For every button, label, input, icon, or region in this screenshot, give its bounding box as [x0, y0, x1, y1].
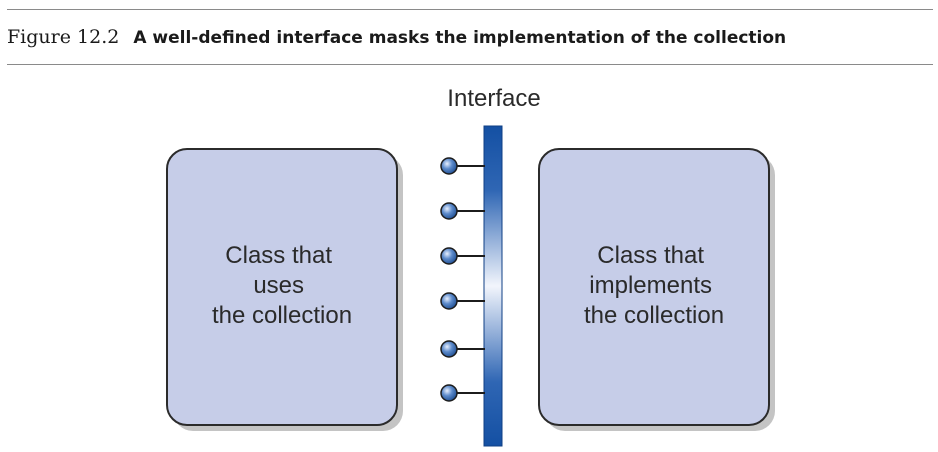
connector-lollipop [440, 340, 485, 358]
connector-ball [440, 247, 458, 265]
class-uses-collection-box: Class that uses the collection [166, 148, 403, 431]
class-implements-collection-box: Class that implements the collection [538, 148, 775, 431]
interface-label: Interface [447, 85, 540, 112]
right-box [538, 148, 770, 426]
connector-ball [440, 384, 458, 402]
interface-bar [483, 125, 503, 447]
figure-number: Figure 12.2 [7, 26, 120, 48]
figure-title: A well-defined interface masks the imple… [133, 28, 787, 48]
left-box-line-2: uses [253, 272, 304, 299]
connector-ball [440, 340, 458, 358]
left-box-line-3: the collection [212, 302, 352, 329]
left-box-line-1: Class that [225, 242, 332, 269]
connector-lollipop [440, 292, 485, 310]
bottom-rule [7, 64, 933, 65]
connector-ball [440, 202, 458, 220]
svg-text:Class that implements: Class that implements the collection [584, 242, 724, 329]
connector-ball [440, 157, 458, 175]
connector-lollipop [440, 202, 485, 220]
connector-lollipop [440, 384, 485, 402]
right-box-line-2: implements [589, 272, 712, 299]
right-box-line-3: the collection [584, 302, 724, 329]
connector-lollipop [440, 157, 485, 175]
svg-text:Class that uses th: Class that uses the collection [212, 242, 352, 329]
connector-lollipop [440, 247, 485, 265]
top-rule [7, 9, 933, 10]
figure-caption: Figure 12.2 A well-defined interface mask… [7, 26, 786, 48]
left-box [166, 148, 398, 426]
right-box-line-1: Class that [597, 242, 704, 269]
connector-ball [440, 292, 458, 310]
